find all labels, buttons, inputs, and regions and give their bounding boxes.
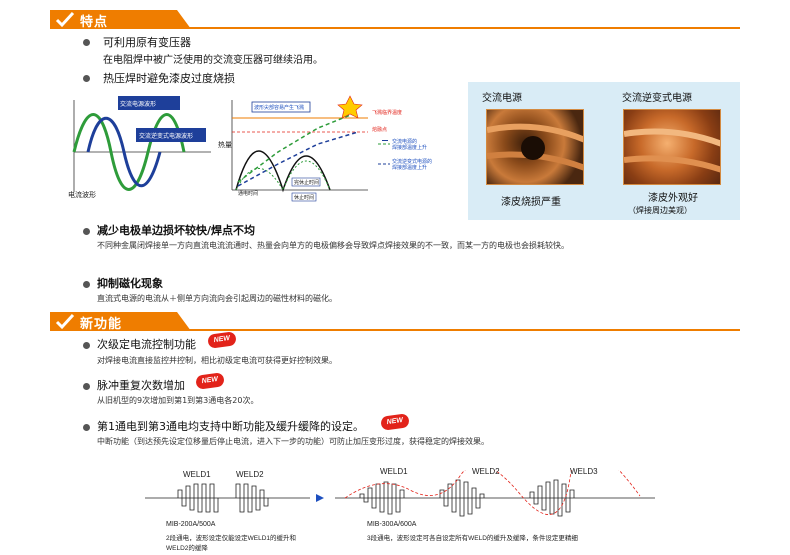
new-weld1-label: WELD1 xyxy=(380,467,408,476)
photo-left-caption: 漆皮烧损严重 xyxy=(501,197,561,208)
new-desc-line1: 3段通电，波形设定可各自设定所有WELD的缓升及缓降，条件设定更精细 xyxy=(367,535,578,542)
new-model-label: MIB-300A/600A xyxy=(367,521,417,528)
bullet-icon xyxy=(83,281,90,288)
checkmark-icon xyxy=(55,313,75,330)
spark-label: 波形尖部容易产生飞溅 xyxy=(254,105,305,111)
stop-time-label: 完休止时间 xyxy=(294,180,320,186)
waveform-axis-label: 电流波形 xyxy=(68,192,96,199)
bullet-icon xyxy=(83,39,90,46)
section-header-new-functions: 新功能 xyxy=(50,312,740,332)
new-function-desc: 中断功能（到达预先设定位移量后停止电流，进入下一步的功能）可防止加压变形过度，获… xyxy=(97,437,489,446)
section-header-features: 特点 xyxy=(50,10,740,30)
photo-right-sub: （焊接周边美观） xyxy=(628,206,692,215)
new-badge: NEW xyxy=(207,331,237,349)
photo-left-title: 交流电源 xyxy=(482,93,522,104)
inverter-wave-label: 交流逆变式电源波形 xyxy=(139,134,194,140)
feature-heading: 减少电极单边损坏较快/焊点不均 xyxy=(97,224,256,237)
burned-coating-photo xyxy=(486,109,584,185)
old-model-label: MIB-200A/500A xyxy=(166,521,216,528)
old-desc-line1: 2段通电，波形设定仅能设定WELD1的缓升和 xyxy=(166,535,297,542)
old-weld1-label: WELD1 xyxy=(183,470,211,479)
feature-desc: 不同种金属闭焊接单一方向直流电流流通时、热量会向单方的电极偏移会导致焊点焊接效果… xyxy=(97,241,569,250)
feature-heading: 抑制磁化现象 xyxy=(97,277,163,290)
new-function-heading: 次级定电流控制功能 xyxy=(97,338,196,351)
section-title: 新功能 xyxy=(80,317,123,332)
bullet-icon xyxy=(83,75,90,82)
old-desc-line2: WELD2的缓降 xyxy=(166,545,208,552)
heat-ylabel: 热量 xyxy=(218,142,232,149)
photo-right-title: 交流逆变式电源 xyxy=(622,93,692,104)
new-function-desc: 对焊接电流直接监控并控制，相比初级定电流可获得更好控制效果。 xyxy=(97,356,337,365)
legend-ac: 交流电源的 焊接部温度上升 xyxy=(392,139,428,151)
new-badge: NEW xyxy=(195,372,225,390)
bullet-icon xyxy=(83,424,90,431)
bullet-icon xyxy=(83,383,90,390)
new-weld2-label: WELD2 xyxy=(472,467,500,476)
ac-wave-label: 交流电源波形 xyxy=(120,102,157,108)
bullet-icon xyxy=(83,342,90,349)
heat-diagram xyxy=(231,95,390,202)
section-title: 特点 xyxy=(80,15,109,30)
feature-heading: 热压焊时避免漆皮过度烧损 xyxy=(103,72,235,85)
comparison-photo-panel: 交流电源 交流逆变式电源 漆皮烧损严重 漆皮外观好 （焊接周边美观） xyxy=(468,82,740,220)
good-coating-photo xyxy=(623,109,721,185)
current-waveform-diagram xyxy=(72,96,211,192)
weld-time-label: 通电时间 xyxy=(238,191,259,197)
rest-time-label: 休止时间 xyxy=(294,195,315,201)
melt-point-label: 熔融点 xyxy=(372,127,388,133)
new-function-heading: 脉冲重复次数增加 xyxy=(97,379,185,392)
new-function-desc: 从旧机型的9次增加到第1到第3通电各20次。 xyxy=(97,396,259,405)
burn-temp-label: 飞溅临界温度 xyxy=(372,110,403,116)
new-badge: NEW xyxy=(380,413,410,431)
legend-inverter: 交流逆变式电源的 焊接部温度上升 xyxy=(392,159,433,171)
checkmark-icon xyxy=(55,11,75,28)
pulse-comparison-diagram xyxy=(145,470,655,517)
bullet-icon xyxy=(83,228,90,235)
new-function-heading: 第1通电到第3通电均支持中断功能及缓升缓降的设定。 xyxy=(97,420,364,433)
feature-desc: 在电阻焊中被广泛使用的交流变压器可继续沿用。 xyxy=(103,55,323,66)
feature-heading: 可利用原有变压器 xyxy=(103,36,191,49)
feature-desc: 直流式电源的电流从＋侧单方向流向会引起周边的磁性材料的磁化。 xyxy=(97,294,337,303)
photo-right-caption: 漆皮外观好 xyxy=(648,193,698,204)
new-weld3-label: WELD3 xyxy=(570,467,598,476)
old-weld2-label: WELD2 xyxy=(236,470,264,479)
